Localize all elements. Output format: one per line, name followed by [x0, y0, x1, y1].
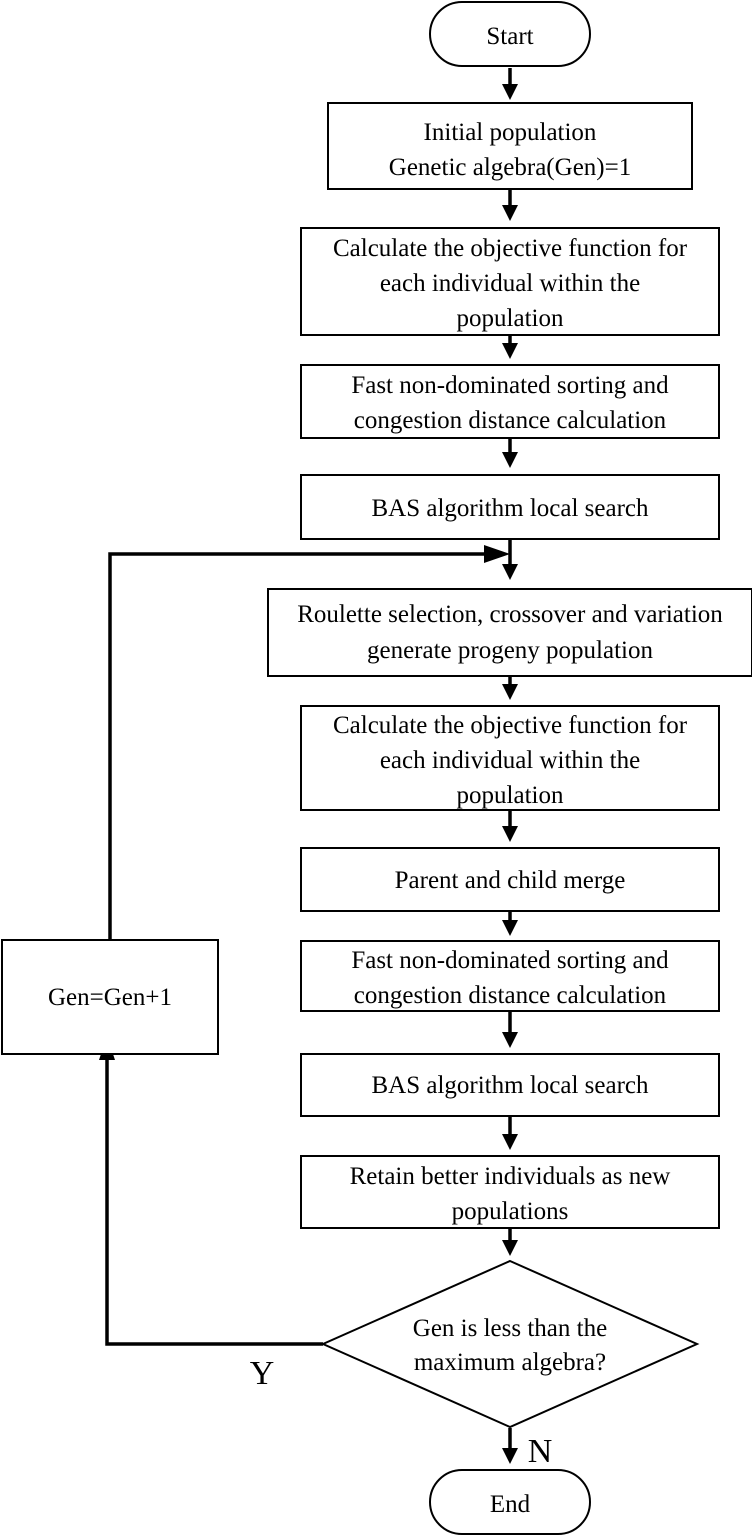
step-text-line: Gen=Gen+1 — [48, 984, 172, 1011]
step-text-line: population — [457, 305, 564, 332]
step-text-line: BAS algorithm local search — [371, 1072, 649, 1099]
arrowhead — [502, 1448, 518, 1464]
step-text-line: Calculate the objective function for — [333, 235, 688, 262]
line-gen-to-loop — [108, 552, 493, 940]
step-fast-sorting-2: Fast non-dominated sorting and congestio… — [300, 940, 720, 1012]
step-text-line: congestion distance calculation — [354, 407, 667, 434]
arrowhead — [502, 920, 518, 936]
arrowhead — [502, 1032, 518, 1048]
step-initial-population: Initial population Genetic algebra(Gen)=… — [327, 102, 693, 190]
step-text-line: Fast non-dominated sorting and — [351, 372, 669, 399]
step-bas-local-search-1: BAS algorithm local search — [300, 474, 720, 540]
step-calculate-objective-1: Calculate the objective function for eac… — [300, 227, 720, 336]
arrowhead — [502, 1134, 518, 1150]
step-text-line: Roulette selection, crossover and variat… — [297, 601, 723, 628]
step-calculate-objective-2: Calculate the objective function for eac… — [300, 705, 720, 811]
step-text-line: population — [457, 782, 564, 809]
arrowhead — [484, 545, 510, 563]
decision-text-line: maximum algebra? — [414, 1349, 606, 1376]
line-decision-yes-to-gen — [105, 1055, 323, 1346]
no-label: N — [528, 1433, 553, 1470]
step-text-line: Retain better individuals as new — [350, 1163, 671, 1190]
step-roulette-selection: Roulette selection, crossover and variat… — [267, 588, 752, 677]
step-parent-child-merge: Parent and child merge — [300, 847, 720, 912]
step-bas-local-search-2: BAS algorithm local search — [300, 1053, 720, 1117]
arrowhead — [502, 684, 518, 700]
arrowhead — [502, 343, 518, 359]
step-text-line: generate progeny population — [367, 637, 654, 664]
step-text-line: Parent and child merge — [395, 867, 626, 894]
decision-max-algebra: Gen is less than the maximum algebra? — [320, 1259, 700, 1429]
step-text-line: BAS algorithm local search — [371, 495, 649, 522]
step-text-line: Fast non-dominated sorting and — [351, 947, 669, 974]
step-text-line: Calculate the objective function for — [333, 712, 688, 739]
start-terminal: Start — [429, 1, 591, 67]
step-text-line: Initial population — [424, 119, 597, 146]
connectors — [99, 68, 518, 1464]
yes-label: Y — [250, 1355, 275, 1392]
end-terminal: End — [429, 1469, 591, 1535]
arrowhead — [502, 84, 518, 100]
step-fast-sorting-1: Fast non-dominated sorting and congestio… — [300, 364, 720, 439]
end-label: End — [490, 1491, 531, 1518]
step-text-line: each individual within the — [380, 270, 640, 297]
step-retain-better: Retain better individuals as new populat… — [300, 1155, 720, 1229]
step-text-line: Genetic algebra(Gen)=1 — [389, 154, 631, 181]
start-label: Start — [486, 23, 533, 50]
arrowhead — [502, 1240, 518, 1256]
arrowhead — [502, 452, 518, 468]
arrowhead — [502, 826, 518, 842]
step-text-line: populations — [452, 1198, 569, 1225]
step-text-line: congestion distance calculation — [354, 982, 667, 1009]
step-text-line: each individual within the — [380, 747, 640, 774]
decision-text-line: Gen is less than the — [413, 1315, 607, 1342]
arrowhead — [502, 205, 518, 221]
arrowhead — [502, 564, 518, 580]
step-gen-increment: Gen=Gen+1 — [1, 939, 219, 1055]
